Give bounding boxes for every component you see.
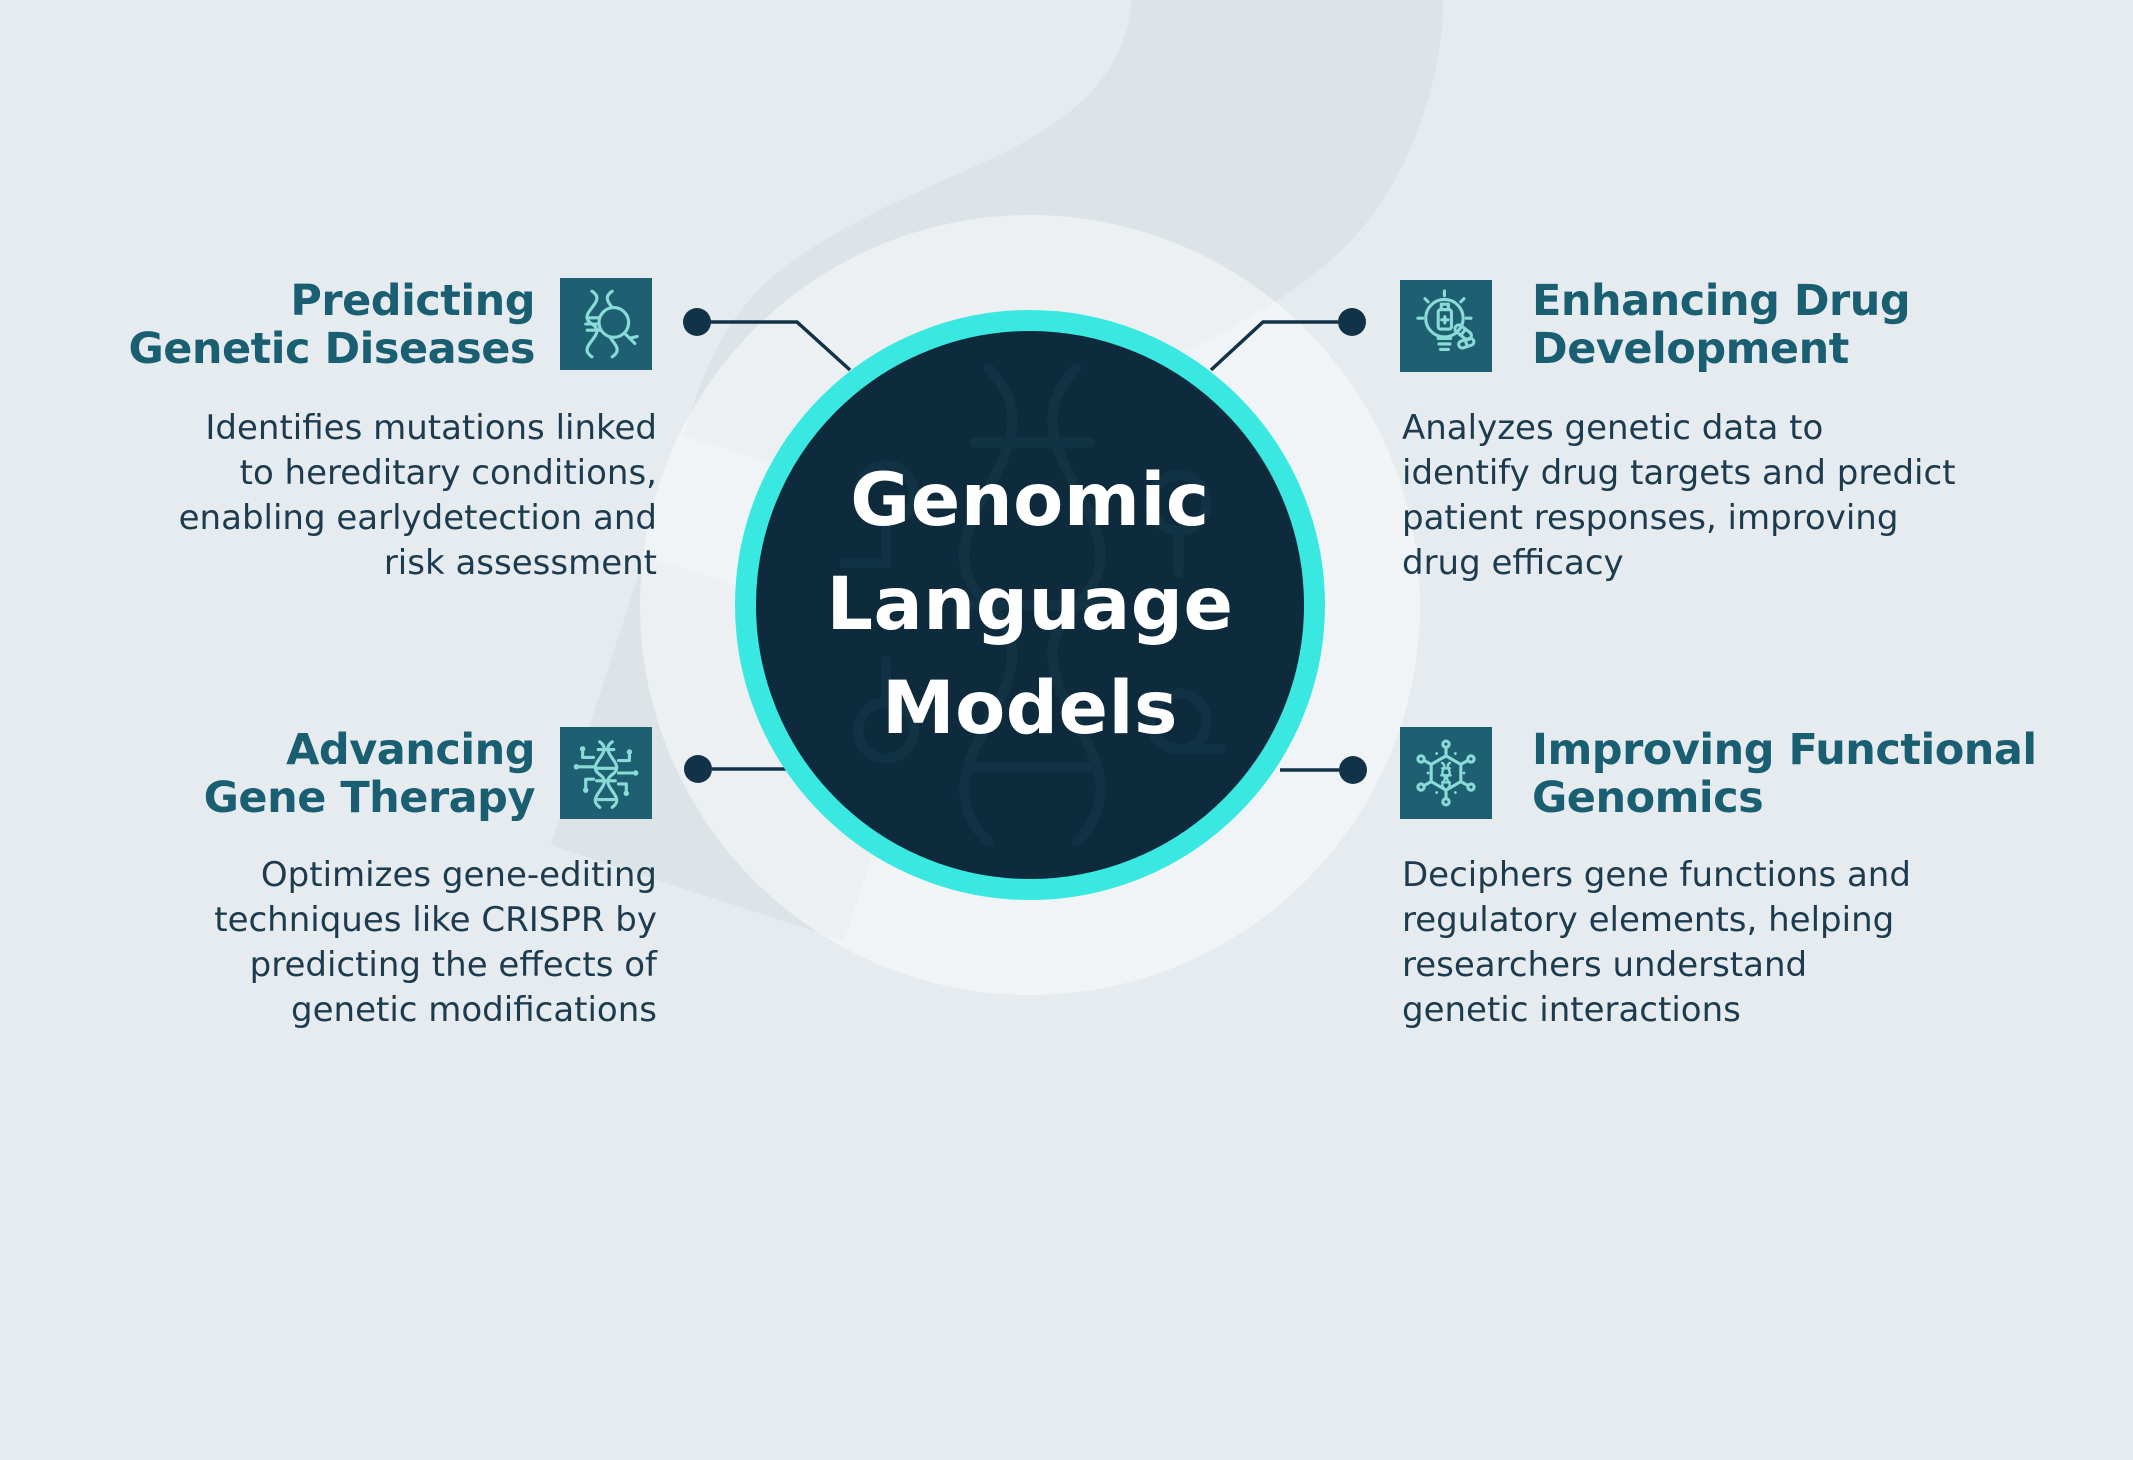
dot-bottom-left — [684, 755, 712, 783]
center-circle: Genomic Language Models — [735, 310, 1325, 900]
hexagon-network-icon — [1416, 739, 1476, 807]
item-title-improving-functional-genomics: Improving Functional Genomics — [1532, 725, 2037, 823]
drug-discovery-bulb-icon — [1416, 289, 1476, 351]
icon-box-predicting-genetic-diseases — [560, 278, 652, 370]
center-title: Genomic Language Models — [826, 458, 1234, 751]
icon-box-advancing-gene-therapy — [560, 727, 652, 819]
connector-top-left — [710, 320, 852, 372]
dna-helix-watermark-icon — [839, 363, 1226, 847]
connector-top-right — [1209, 320, 1338, 372]
dna-circuit-icon — [573, 740, 639, 809]
connector-lines — [683, 308, 1367, 784]
dot-top-right — [1338, 308, 1366, 336]
item-description-improving-functional-genomics: Deciphers gene functions and regulatory … — [1402, 855, 1911, 1030]
item-title-advancing-gene-therapy: Advancing Gene Therapy — [203, 725, 536, 823]
icon-box-enhancing-drug-development — [1400, 280, 1492, 372]
item-title-enhancing-drug-development: Enhancing Drug Development — [1532, 276, 1911, 374]
item-title-predicting-genetic-diseases: Predicting Genetic Diseases — [128, 276, 535, 374]
icon-box-improving-functional-genomics — [1400, 727, 1492, 819]
dot-top-left — [683, 308, 711, 336]
dot-bottom-right — [1339, 756, 1367, 784]
item-description-advancing-gene-therapy: Optimizes gene-editing techniques like C… — [214, 855, 657, 1030]
item-description-enhancing-drug-development: Analyzes genetic data to identify drug t… — [1402, 408, 1956, 583]
dna-magnifier-icon — [584, 289, 639, 359]
item-description-predicting-genetic-diseases: Identifies mutations linked to hereditar… — [178, 408, 657, 583]
